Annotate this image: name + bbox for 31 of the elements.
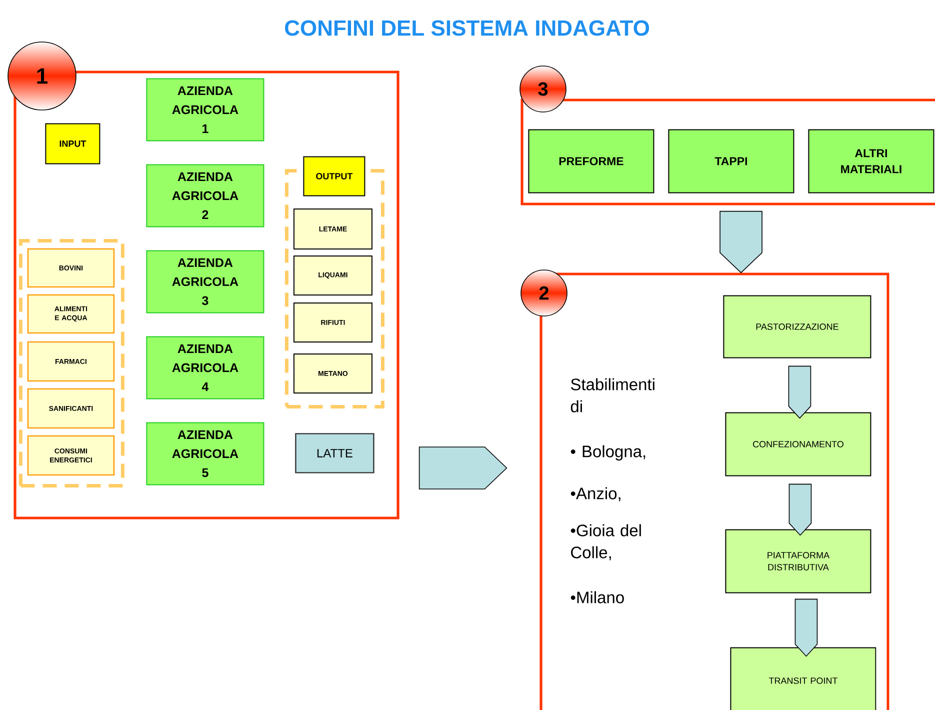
label-box: INPUT — [45, 123, 100, 164]
list-item: • Bologna, — [570, 445, 646, 461]
dashed-group-box — [18, 238, 124, 488]
process-box: CONFEZIONAMENTO — [725, 412, 872, 476]
number-badge: 3 — [520, 66, 566, 112]
list-item: Stabilimenti di — [570, 378, 654, 412]
process-box: TRANSIT POINT — [730, 647, 876, 710]
process-box: PIATTAFORMA DISTRIBUTIVA — [725, 529, 872, 594]
farm-box: AZIENDA AGRICOLA 5 — [146, 422, 264, 486]
farm-box: AZIENDA AGRICOLA 1 — [146, 78, 264, 142]
material-box: ALTRI MATERIALI — [808, 129, 934, 194]
material-box: PREFORME — [528, 129, 654, 194]
list-item: •Milano — [570, 591, 624, 604]
material-box: TAPPI — [668, 129, 794, 194]
farm-box: AZIENDA AGRICOLA 3 — [146, 250, 264, 314]
block-arrow — [794, 598, 818, 657]
dashed-group-box — [284, 168, 384, 408]
process-box: PASTORIZZAZIONE — [723, 295, 872, 358]
list-item: •Anzio, — [570, 487, 620, 502]
farm-box: AZIENDA AGRICOLA 2 — [146, 164, 264, 228]
block-arrow — [788, 366, 812, 419]
list-item: •Gioia del Colle, — [570, 524, 641, 560]
title: CONFINI DEL SISTEMA INDAGATO — [284, 20, 650, 36]
farm-box: AZIENDA AGRICOLA 4 — [146, 336, 264, 400]
number-badge: 1 — [8, 42, 76, 110]
block-arrow — [418, 446, 508, 490]
block-arrow — [720, 210, 762, 274]
product-box: LATTE — [295, 433, 374, 474]
label-box: OUTPUT — [303, 156, 366, 196]
number-badge: 2 — [520, 270, 568, 316]
block-arrow — [788, 484, 812, 536]
